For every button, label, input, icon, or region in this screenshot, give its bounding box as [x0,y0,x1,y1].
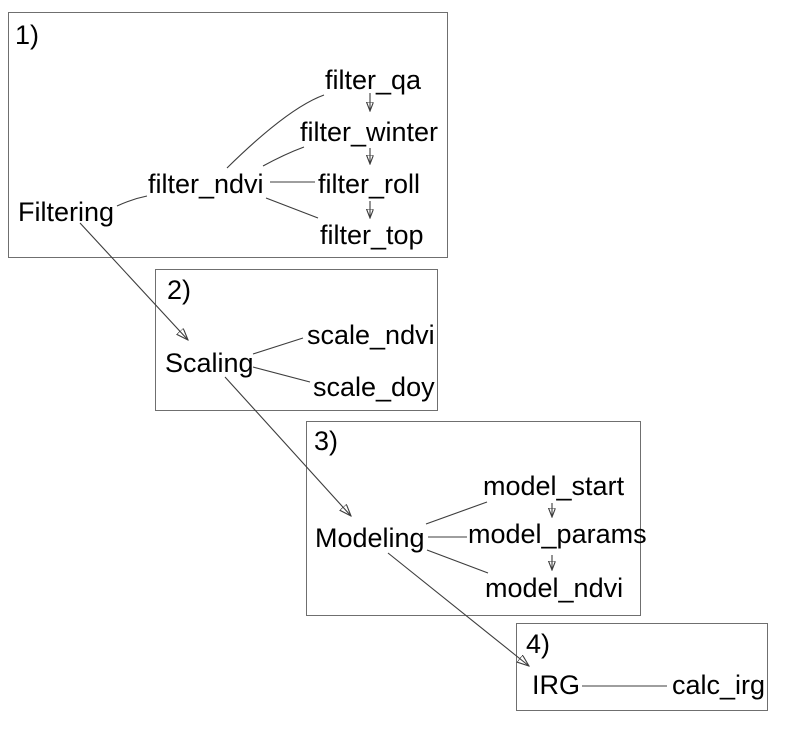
node-filter-roll: filter_roll [318,169,421,199]
node-model-start: model_start [483,471,625,501]
node-model-ndvi: model_ndvi [485,573,624,603]
section-box-filtering: 1) Filtering filter_ndvi filter_qa filte… [8,12,448,258]
node-scaling: Scaling [165,348,254,378]
node-filter-winter: filter_winter [300,117,439,147]
section-number-3: 3) [314,426,339,456]
node-irg: IRG [532,670,581,700]
section-number-2: 2) [167,275,192,305]
section-box-irg: 4) IRG calc_irg [516,623,768,711]
section-box-scaling: 2) Scaling scale_ndvi scale_doy [155,269,438,411]
node-model-params: model_params [468,519,647,549]
node-scale-ndvi: scale_ndvi [307,320,435,350]
section-box-modeling: 3) Modeling model_start model_params mod… [306,421,647,616]
section-number-1: 1) [15,20,40,50]
node-modeling: Modeling [315,523,425,553]
node-filter-ndvi: filter_ndvi [148,169,264,199]
node-filter-top: filter_top [320,220,424,250]
node-calc-irg: calc_irg [672,670,766,700]
node-scale-doy: scale_doy [313,372,435,402]
node-filter-qa: filter_qa [325,65,422,95]
node-filtering: Filtering [18,197,115,227]
section-number-4: 4) [526,629,551,659]
